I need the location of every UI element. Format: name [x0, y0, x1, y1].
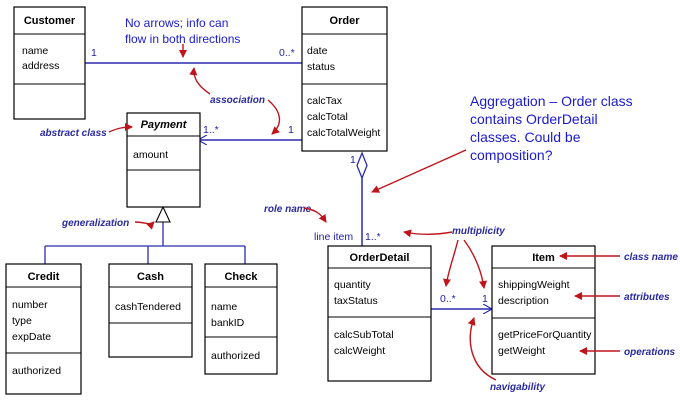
order-attr-status: status: [307, 61, 335, 73]
label-operations: operations: [624, 347, 676, 358]
label-class-name: class name: [624, 252, 678, 263]
arrow-association-1: [189, 67, 211, 95]
item-attr-shippingweight: shippingWeight: [498, 279, 570, 291]
order-attr-date: date: [307, 45, 328, 57]
arrow-navigability: [467, 317, 497, 381]
mult-item: 1: [482, 293, 488, 305]
item-class-name: Item: [532, 252, 555, 264]
check-attr-bankid: bankID: [211, 317, 245, 329]
item-op-getpriceforquantity: getPriceForQuantity: [498, 329, 592, 341]
arrow-multiplicity-1: [403, 229, 453, 238]
note-aggregation-line2: contains OrderDetail: [470, 111, 598, 127]
label-association: association: [210, 95, 265, 106]
arrow-association-2: [267, 99, 281, 135]
label-generalization: generalization: [61, 218, 129, 229]
order-op-calctotalweight: calcTotalWeight: [307, 127, 380, 139]
mult-od-item: 0..*: [440, 293, 456, 305]
check-attr-name: name: [211, 301, 237, 313]
arrow-multiplicity-3: [463, 239, 487, 289]
credit-attr-expdate: expDate: [12, 331, 51, 343]
mult-payment: 1..*: [203, 124, 219, 136]
note-arrows-line2: flow in both directions: [125, 32, 240, 46]
order-op-calctotal: calcTotal: [307, 111, 348, 123]
orderdetail-attr-quantity: quantity: [334, 279, 372, 291]
credit-attr-number: number: [12, 299, 48, 311]
label-multiplicity: multiplicity: [452, 226, 505, 237]
label-abstract-class: abstract class: [40, 128, 107, 139]
note-aggregation-line3: classes. Could be: [470, 129, 581, 145]
mult-customer: 1: [91, 47, 97, 59]
payment-attr-amount: amount: [133, 149, 168, 161]
orderdetail-op-calcweight: calcWeight: [334, 345, 385, 357]
class-payment: Payment amount: [126, 112, 201, 208]
note-aggregation-line1: Aggregation – Order class: [470, 93, 633, 109]
class-orderdetail: OrderDetail quantity taxStatus calcSubTo…: [327, 245, 432, 382]
cash-class-name: Cash: [137, 271, 164, 283]
role-line-item: line item: [314, 231, 353, 243]
customer-class-name: Customer: [24, 15, 76, 27]
class-credit: Credit number type expDate authorized: [5, 263, 82, 395]
check-class-name: Check: [224, 271, 258, 283]
orderdetail-attr-taxstatus: taxStatus: [334, 295, 378, 307]
note-arrows-line1: No arrows; info can: [125, 16, 228, 30]
label-navigability: navigability: [490, 382, 545, 393]
item-op-getweight: getWeight: [498, 345, 545, 357]
label-role-name: role name: [264, 204, 312, 215]
credit-class-name: Credit: [28, 271, 60, 283]
order-class-name: Order: [330, 15, 361, 27]
class-customer: Customer name address: [13, 6, 86, 120]
item-attr-description: description: [498, 295, 549, 307]
arrow-generalization: [134, 221, 155, 230]
arrow-abstract-class: [108, 123, 133, 133]
class-check: Check name bankID authorized: [204, 263, 278, 375]
cash-attr-cashtendered: cashTendered: [115, 301, 181, 313]
credit-op-authorized: authorized: [12, 365, 61, 377]
annotation-arrows: [108, 44, 620, 381]
arrow-role-name: [303, 207, 327, 223]
mult-orderdetail: 1..*: [365, 231, 381, 243]
arrow-aggregation-note: [371, 149, 467, 193]
mult-order-payment: 1: [288, 124, 294, 136]
credit-attr-type: type: [12, 315, 32, 327]
class-cash: Cash cashTendered: [108, 263, 193, 358]
arrow-multiplicity-2: [443, 239, 459, 287]
mult-order-aggregation: 1: [350, 154, 356, 166]
check-op-authorized: authorized: [211, 350, 260, 362]
order-op-calctax: calcTax: [307, 95, 343, 107]
customer-attr-name: name: [22, 45, 48, 57]
class-item: Item shippingWeight description getPrice…: [491, 245, 596, 375]
customer-attr-address: address: [22, 60, 59, 72]
orderdetail-op-calcsubtotal: calcSubTotal: [334, 329, 394, 341]
generalization-tree: [44, 222, 246, 264]
aggregation-diamond: [356, 151, 368, 180]
generalization-triangle: [155, 205, 171, 223]
label-attributes: attributes: [624, 292, 670, 303]
payment-class-name: Payment: [141, 119, 188, 131]
note-aggregation-line4: composition?: [470, 147, 553, 163]
class-order: Order date status calcTax calcTotal calc…: [301, 6, 388, 152]
orderdetail-class-name: OrderDetail: [350, 252, 410, 264]
mult-order: 0..*: [279, 47, 295, 59]
